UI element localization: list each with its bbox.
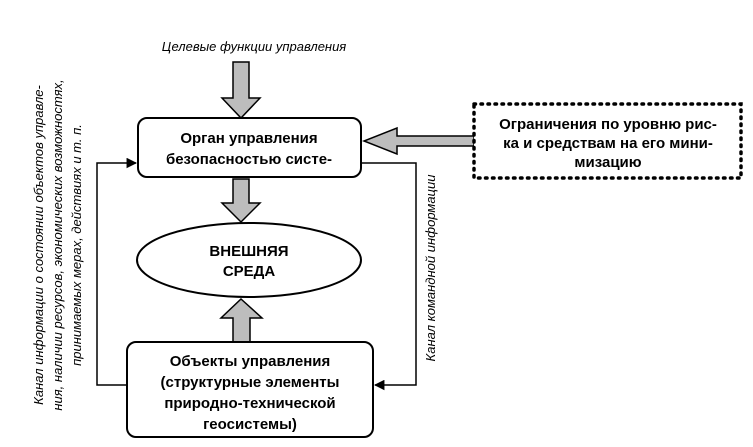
right-channel-text: Канал командной информации: [423, 175, 438, 362]
objects-line2: (структурные элементы: [161, 374, 340, 391]
left-channel-line2: ния, наличии ресурсов, экономических воз…: [50, 79, 65, 410]
down-arrow-middle: [220, 178, 262, 224]
environment-line1: ВНЕШНЯЯ: [209, 243, 288, 260]
right-command-line: [361, 162, 417, 391]
left-feedback-line: [96, 157, 138, 386]
control-body-box: [137, 117, 362, 178]
objects-line1: Объекты управления: [170, 353, 330, 370]
constraints-line1: Ограничения по уровню рис-: [499, 116, 717, 133]
down-arrow-top: [220, 61, 262, 120]
objects-box: [126, 341, 374, 438]
left-channel-line1: Канал информации о состоянии объектов уп…: [31, 85, 46, 405]
constraints-line3: мизацию: [574, 154, 641, 171]
environment-line2: СРЕДА: [223, 263, 276, 280]
left-channel-line3: принимаемых мерах, действиях и т. п.: [69, 124, 84, 366]
left-channel-label: Канал информации о состоянии объектов уп…: [31, 79, 84, 410]
objects-line3: природно-технической: [164, 395, 335, 412]
environment-ellipse: [136, 222, 362, 298]
control-body-line2: безопасностью систе-: [166, 151, 332, 168]
control-body-line1: Орган управления: [180, 130, 317, 147]
constraints-box: [472, 102, 743, 180]
top-label: Целевые функции управления: [162, 39, 347, 54]
left-arrow-constraints: [361, 126, 475, 156]
right-channel-label: Канал командной информации: [423, 175, 438, 362]
up-arrow-bottom: [219, 297, 264, 343]
objects-line4: геосистемы): [203, 416, 297, 433]
constraints-line2: ка и средствам на его мини-: [503, 135, 713, 152]
